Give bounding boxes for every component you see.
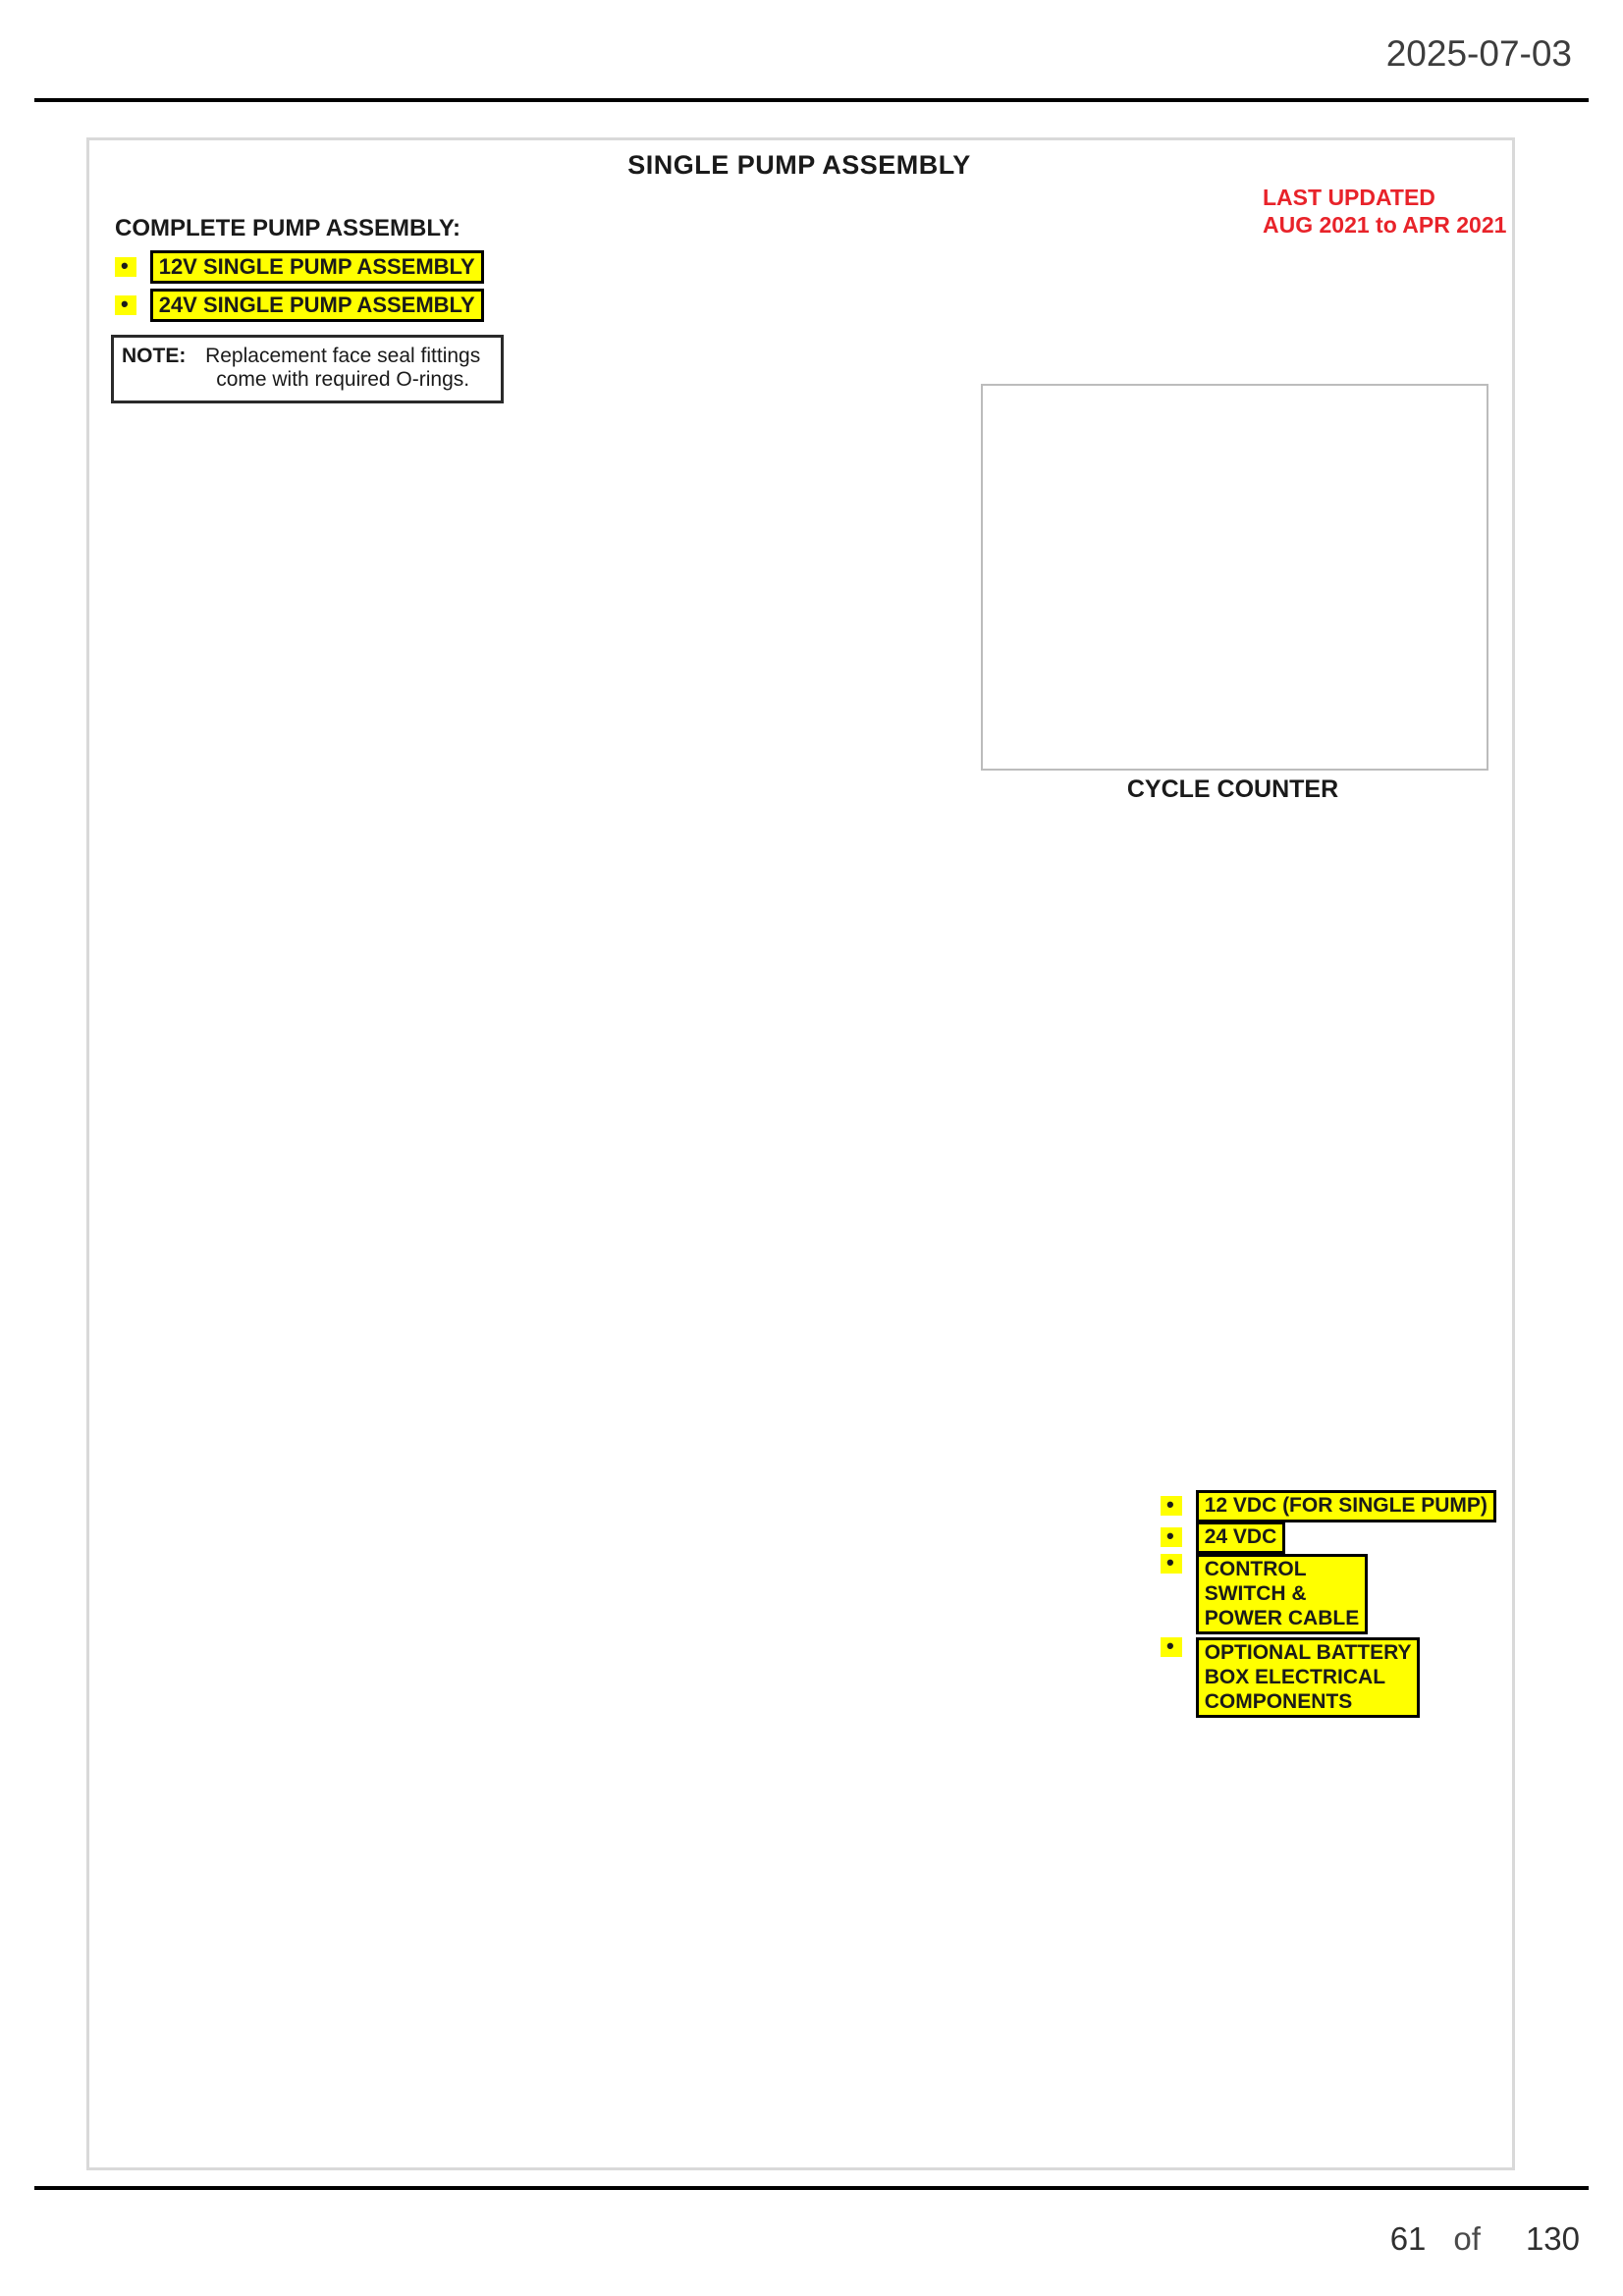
leader-line <box>366 861 391 898</box>
leader-line <box>313 732 405 746</box>
leader-line <box>1325 533 1360 576</box>
leader-line <box>1119 2017 1157 2043</box>
leader-line <box>841 1730 936 1761</box>
leader-line <box>991 932 1027 972</box>
leader-line <box>839 944 899 962</box>
leader-line <box>1322 886 1371 935</box>
leader-line <box>692 1047 742 1092</box>
leader-line <box>1368 700 1446 718</box>
leader-line <box>845 881 881 901</box>
leader-line <box>1009 1267 1170 1282</box>
leader-line <box>288 821 338 887</box>
leader-line <box>1023 449 1045 595</box>
leader-line <box>1225 427 1280 470</box>
leader-line <box>839 545 864 598</box>
leader-line <box>696 1159 746 1174</box>
leader-line <box>1110 1036 1151 1051</box>
leader-line <box>700 590 731 626</box>
leader-line <box>460 847 528 881</box>
leader-line <box>462 985 490 1034</box>
leader-line <box>804 1187 831 1238</box>
leader-line <box>422 1059 451 1087</box>
leader-line <box>1251 617 1274 656</box>
leader-line <box>279 988 457 1229</box>
leader-line <box>165 500 187 539</box>
leader-line <box>1187 665 1215 697</box>
leader-line <box>418 1349 455 1363</box>
leader-line <box>216 1474 247 1516</box>
leader-line <box>523 1074 538 1233</box>
leader-line <box>313 716 365 741</box>
leader-line <box>565 994 618 1008</box>
leader-line <box>288 805 336 823</box>
leader-line <box>706 466 735 521</box>
leader-line <box>354 463 387 511</box>
leader-line <box>224 781 255 828</box>
leader-line <box>313 692 330 741</box>
leader-line <box>224 827 254 857</box>
leader-line <box>384 1059 424 1100</box>
leader-line <box>189 640 202 678</box>
leader-line <box>872 1001 916 1023</box>
leader-line <box>1179 2051 1194 2093</box>
leader-line <box>580 967 618 1004</box>
leader-line <box>423 876 446 932</box>
leader-line <box>1037 1549 1054 1599</box>
leader-line <box>1326 1973 1405 2001</box>
leader-line <box>364 829 391 863</box>
leader-line <box>641 1261 666 1287</box>
leader-line <box>1394 550 1434 588</box>
leader-line <box>1078 956 1094 996</box>
leader-line <box>258 640 272 691</box>
leader-line <box>412 1291 460 1306</box>
leader-line <box>819 1974 869 2016</box>
leader-line <box>1098 649 1132 725</box>
leader-line <box>192 432 240 462</box>
leader-line <box>292 578 340 595</box>
leader-line <box>1269 1039 1308 1062</box>
leader-line <box>932 909 972 941</box>
